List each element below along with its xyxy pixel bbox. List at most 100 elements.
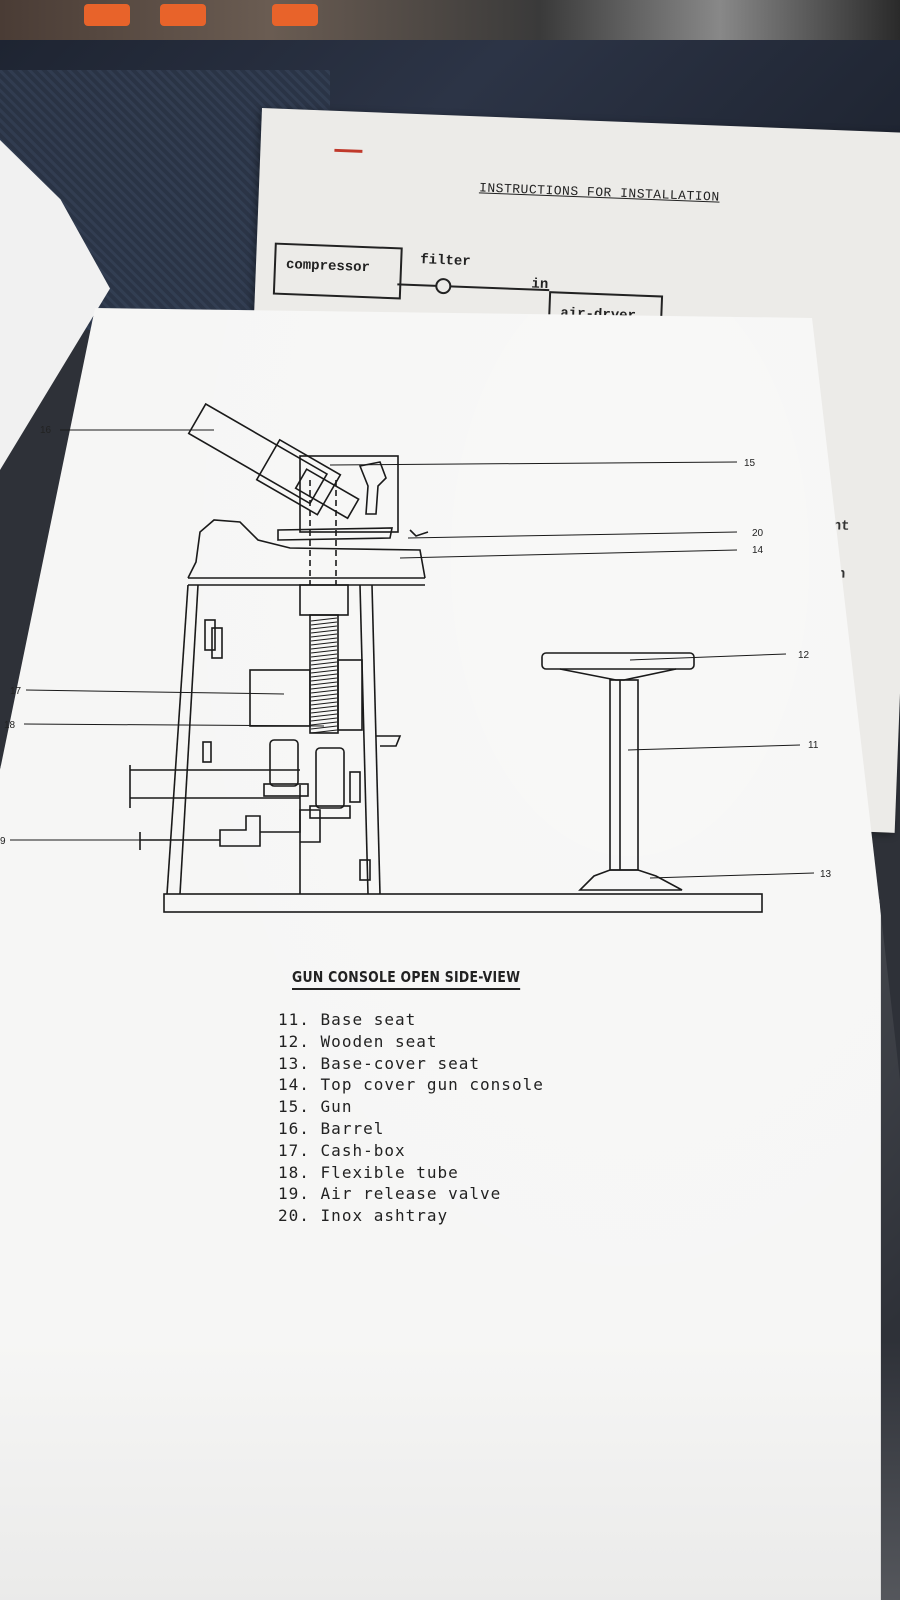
legend-number: 12. — [278, 1031, 310, 1051]
hatch-line — [310, 713, 338, 718]
legend-item: 12. Wooden seat — [278, 1032, 544, 1054]
hatch-line — [310, 645, 338, 650]
legend-text: Base seat — [320, 1010, 417, 1029]
hatch-line — [310, 637, 338, 642]
callout-11: 11 — [808, 740, 819, 751]
tube-collar — [299, 584, 349, 616]
valve-cylinder — [315, 747, 345, 809]
legend-text: Top cover gun console — [320, 1075, 544, 1095]
hatch-line — [310, 673, 338, 678]
legend-text: Cash-box — [320, 1140, 406, 1160]
leader-12 — [629, 653, 787, 661]
barrel-breech — [255, 438, 342, 516]
legend-text: Flexible tube — [320, 1162, 459, 1182]
cash-box-side — [337, 659, 363, 731]
air-pipe-fitting — [140, 815, 261, 847]
hinge — [204, 619, 216, 651]
base-seat-column — [609, 679, 639, 871]
hatch-line — [310, 685, 338, 690]
orange-connector — [84, 4, 130, 26]
top-cover-console — [187, 519, 426, 579]
barrel-joint — [294, 468, 360, 520]
legend-item: 18. Flexible tube — [278, 1163, 544, 1185]
legend-number: 15. — [278, 1097, 310, 1117]
orange-connector — [160, 4, 206, 26]
legend-text: Barrel — [320, 1118, 385, 1138]
legend-item: 20. Inox ashtray — [278, 1206, 544, 1228]
barrel — [187, 402, 329, 505]
valve-cylinder — [269, 739, 299, 787]
callout-12: 12 — [798, 650, 810, 661]
legend-number: 11. — [278, 1010, 310, 1029]
hatch-line — [310, 701, 338, 706]
hatch-line — [310, 697, 338, 702]
leader-20 — [407, 531, 738, 539]
hatch-line — [310, 625, 338, 630]
legend-item: 13. Base-cover seat — [278, 1054, 544, 1076]
hatch-line — [310, 617, 338, 622]
valve-bracket — [349, 771, 361, 803]
hatch-line — [310, 681, 338, 686]
legend-item: 16. Barrel — [278, 1119, 544, 1141]
hatch-line — [310, 729, 338, 734]
hinge — [211, 627, 223, 659]
hatch-line — [310, 629, 338, 634]
desk-clutter — [0, 0, 900, 40]
gun-housing — [299, 455, 399, 533]
legend-item: 17. Cash-box — [278, 1141, 544, 1163]
leader-13 — [649, 872, 815, 879]
air-pipe-fitting — [260, 809, 321, 843]
hatch-line — [310, 649, 338, 654]
callout-20: 20 — [752, 528, 764, 539]
hatch-line — [310, 721, 338, 726]
hatch-line — [310, 725, 338, 730]
leader-18 — [23, 723, 325, 727]
callout-16: 16 — [40, 425, 52, 436]
valve-base — [263, 783, 309, 797]
hatch-line — [310, 621, 338, 626]
wooden-seat — [541, 652, 695, 670]
drawing-caption: GUN CONSOLE OPEN SIDE-VIEW — [292, 968, 521, 990]
hatch-line — [310, 661, 338, 666]
legend-text: Wooden seat — [320, 1031, 438, 1051]
seat-support — [559, 668, 677, 681]
callout-18: 18 — [4, 720, 16, 731]
orange-connector — [272, 4, 318, 26]
floor-base-plate — [163, 893, 763, 913]
leader-14 — [399, 549, 738, 559]
hatch-line — [310, 665, 338, 670]
side-hook — [376, 735, 402, 747]
legend-number: 19. — [278, 1184, 310, 1204]
legend-number: 20. — [278, 1206, 310, 1226]
hatch-line — [310, 669, 338, 674]
legend-text: Air release valve — [320, 1184, 502, 1204]
hatch-line — [310, 693, 338, 698]
base-cover-seat — [578, 869, 683, 891]
hinge — [202, 741, 212, 763]
leader-17 — [25, 689, 285, 695]
barrel-group — [187, 402, 360, 520]
gun-console-sheet — [0, 308, 880, 1600]
flexible-tube-hatching — [310, 617, 338, 734]
leader-15 — [329, 461, 738, 466]
legend-item: 15. Gun — [278, 1097, 544, 1119]
legend-number: 16. — [278, 1118, 310, 1138]
legend-text: Base-cover seat — [320, 1053, 481, 1073]
legend-text: Gun — [320, 1097, 353, 1117]
legend-item: 19. Air release valve — [278, 1184, 544, 1206]
cash-box — [249, 669, 311, 727]
hatch-line — [310, 717, 338, 722]
legend-number: 17. — [278, 1140, 310, 1160]
hatch-line — [310, 709, 338, 714]
callout-17: 17 — [10, 686, 22, 697]
inox-ashtray — [409, 529, 429, 537]
cabinet-front-wall-inner — [179, 584, 199, 895]
callout-14: 14 — [752, 545, 764, 556]
callout-leaders — [10, 429, 815, 879]
cabinet-front-wall — [166, 584, 189, 895]
legend-number: 14. — [278, 1075, 310, 1095]
hatch-line — [310, 677, 338, 682]
legend-number: 13. — [278, 1053, 310, 1073]
hatch-line — [310, 689, 338, 694]
parts-legend: 11. Base seat 12. Wooden seat 13. Base-c… — [278, 1010, 544, 1228]
